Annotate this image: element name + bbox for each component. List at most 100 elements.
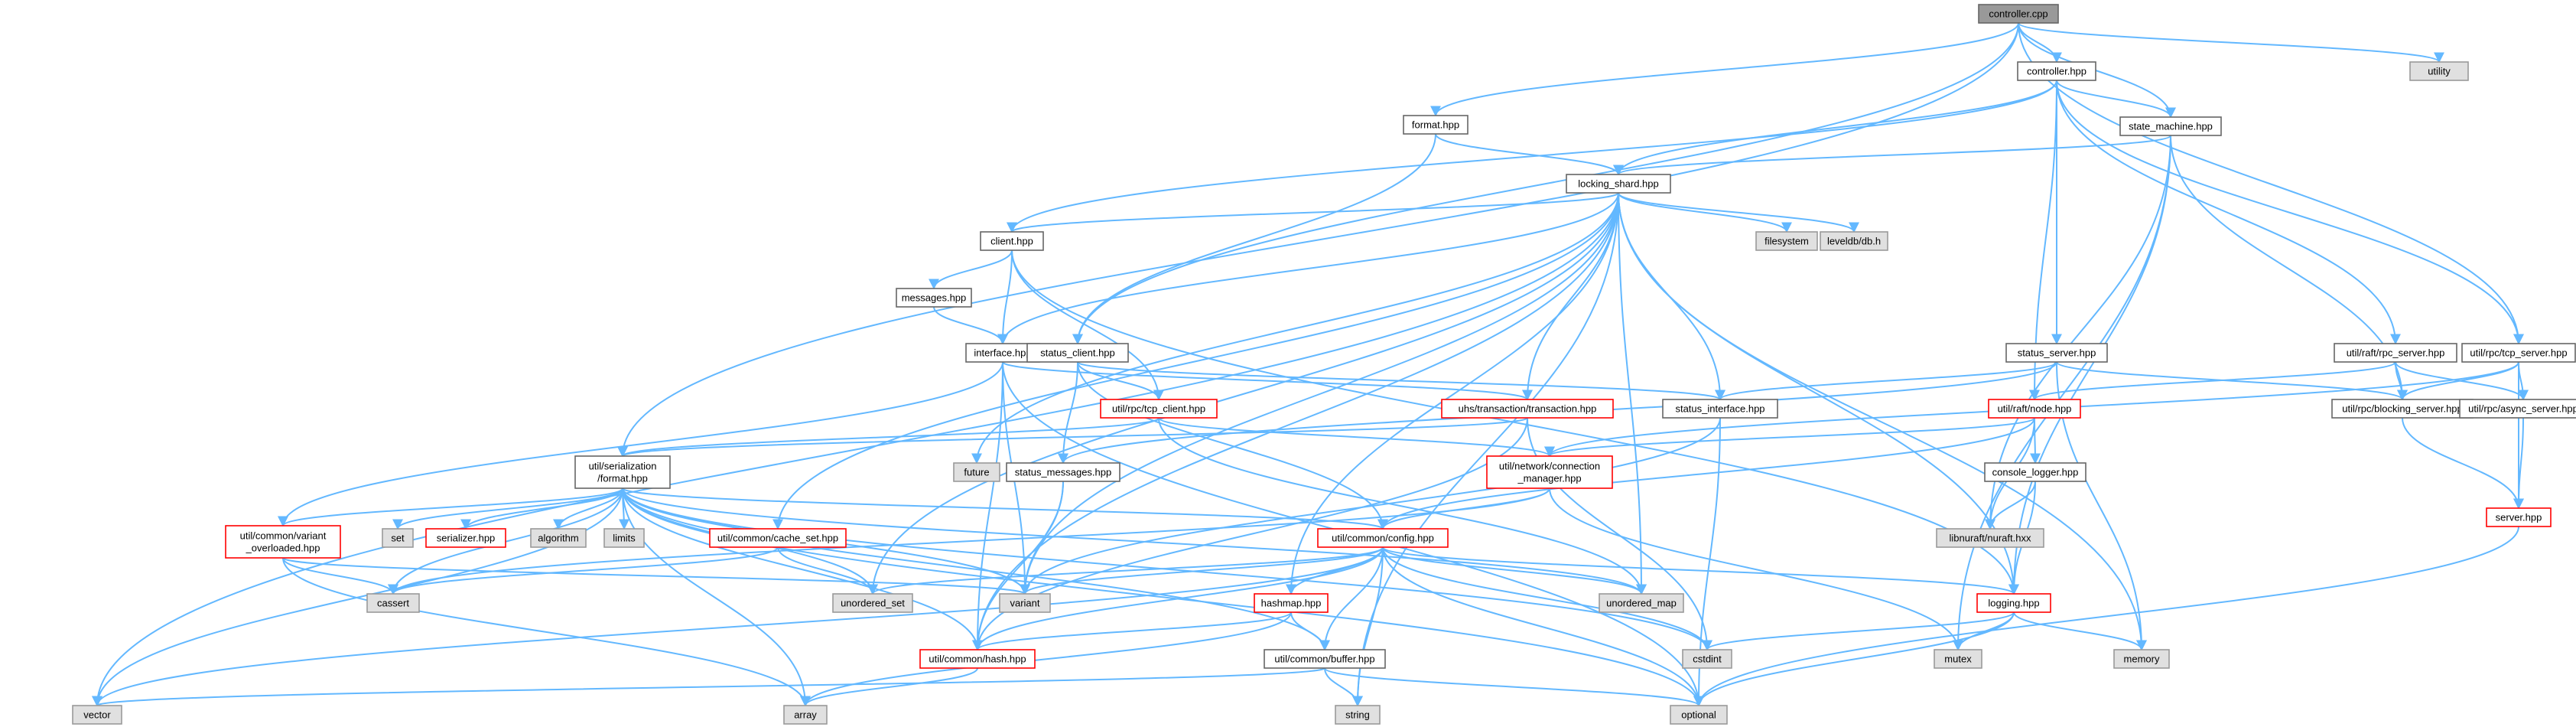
- node-box: [603, 528, 645, 548]
- node-cstdint[interactable]: cstdint: [1682, 649, 1732, 669]
- edge-config-to-string: [1352, 546, 1384, 707]
- node-console-logger[interactable]: console_logger.hpp: [1984, 462, 2086, 482]
- node-locking-shard[interactable]: locking_shard.hpp: [1566, 174, 1671, 194]
- node-label: _manager.hpp: [1517, 473, 1581, 484]
- node-box: [1978, 4, 2059, 24]
- node-unordered-set[interactable]: unordered_set: [832, 593, 913, 613]
- edge-locking-shard-to-hash-hpp: [972, 192, 1619, 651]
- node-format-hpp[interactable]: format.hpp: [1403, 115, 1469, 135]
- edge-variant-overloaded-to-cassert: [282, 557, 398, 595]
- node-variant-overloaded[interactable]: util/common/variant_overloaded.hpp: [225, 525, 341, 559]
- edge-interface-hpp-to-hash-hpp: [972, 361, 1003, 651]
- node-label: status_client.hpp: [1040, 347, 1115, 359]
- edge-locking-shard-to-interface-hpp: [997, 192, 1619, 345]
- node-label: logging.hpp: [1988, 598, 2039, 609]
- node-label: status_server.hpp: [2018, 347, 2096, 359]
- edge-locking-shard-to-variant: [1020, 192, 1619, 595]
- node-leveldb[interactable]: leveldb/db.h: [1820, 231, 1888, 251]
- node-box: [72, 705, 122, 725]
- node-mutex[interactable]: mutex: [1934, 649, 1982, 669]
- node-cassert[interactable]: cassert: [366, 593, 420, 613]
- node-box: [1335, 705, 1381, 725]
- node-controller-cpp[interactable]: controller.cpp: [1978, 4, 2059, 24]
- node-box: [783, 705, 828, 725]
- node-string[interactable]: string: [1335, 705, 1381, 725]
- node-label: uhs/transaction/transaction.hpp: [1459, 403, 1597, 415]
- node-status-client[interactable]: status_client.hpp: [1026, 343, 1129, 363]
- edge-controller-cpp-to-status-client: [1072, 22, 2019, 345]
- node-config[interactable]: util/common/config.hpp: [1317, 528, 1449, 548]
- node-client-hpp[interactable]: client.hpp: [980, 231, 1044, 251]
- node-logging[interactable]: logging.hpp: [1976, 593, 2051, 613]
- node-serialization-format[interactable]: util/serialization/format.hpp: [574, 455, 671, 489]
- node-label: messages.hpp: [902, 292, 967, 304]
- node-state-machine[interactable]: state_machine.hpp: [2119, 116, 2222, 136]
- node-box: [2331, 399, 2474, 419]
- node-label: util/network/connection: [1499, 461, 1600, 472]
- node-label: controller.hpp: [2027, 66, 2086, 77]
- node-async-server[interactable]: util/rpc/async_server.hpp: [2459, 399, 2576, 419]
- node-unordered-map[interactable]: unordered_map: [1599, 593, 1684, 613]
- node-box: [1988, 399, 2081, 419]
- node-hash-hpp[interactable]: util/common/hash.hpp: [919, 649, 1036, 669]
- node-optional[interactable]: optional: [1670, 705, 1728, 725]
- node-box: [1934, 649, 1982, 669]
- node-serializer[interactable]: serializer.hpp: [425, 528, 506, 548]
- node-messages-hpp[interactable]: messages.hpp: [896, 288, 972, 308]
- edge-logging-to-mutex: [1953, 611, 2015, 651]
- node-transaction[interactable]: uhs/transaction/transaction.hpp: [1441, 399, 1614, 419]
- node-connection-manager[interactable]: util/network/connection_manager.hpp: [1486, 455, 1613, 489]
- node-set[interactable]: set: [382, 528, 414, 548]
- edge-transaction-to-serialization-format: [617, 417, 1528, 458]
- edge-controller-hpp-to-locking-shard: [1613, 80, 2057, 176]
- node-cache-set[interactable]: util/common/cache_set.hpp: [709, 528, 847, 548]
- edge-messages-hpp-to-interface-hpp: [933, 306, 1008, 345]
- edge-serialization-format-to-config: [622, 487, 1388, 530]
- node-raft-node[interactable]: util/raft/node.hpp: [1988, 399, 2081, 419]
- edge-status-server-to-blocking-server: [2056, 361, 2408, 401]
- node-box: [709, 528, 847, 548]
- edge-locking-shard-to-leveldb: [1618, 192, 1859, 233]
- node-memory[interactable]: memory: [2113, 649, 2170, 669]
- node-label: hashmap.hpp: [1261, 598, 1322, 609]
- edge-serialization-format-to-optional: [622, 487, 1704, 707]
- edge-format-hpp-to-status-client: [1072, 133, 1436, 345]
- node-future[interactable]: future: [953, 462, 1000, 482]
- node-label: util/raft/node.hpp: [1998, 403, 2072, 415]
- node-vector[interactable]: vector: [72, 705, 122, 725]
- node-array[interactable]: array: [783, 705, 828, 725]
- node-blocking-server[interactable]: util/rpc/blocking_server.hpp: [2331, 399, 2474, 419]
- node-box: [1566, 174, 1671, 194]
- edge-connection-manager-to-mutex: [1549, 487, 1963, 651]
- node-utility[interactable]: utility: [2409, 61, 2469, 81]
- node-nuraft[interactable]: libnuraft/nuraft.hxx: [1936, 528, 2044, 548]
- node-limits[interactable]: limits: [603, 528, 645, 548]
- node-label: variant: [1010, 598, 1039, 609]
- node-raft-rpc-server[interactable]: util/raft/rpc_server.hpp: [2334, 343, 2457, 363]
- node-filesystem[interactable]: filesystem: [1755, 231, 1818, 251]
- node-buffer-hpp[interactable]: util/common/buffer.hpp: [1264, 649, 1386, 669]
- node-box: [2459, 399, 2576, 419]
- edge-interface-hpp-to-transaction: [1002, 361, 1533, 401]
- node-tcp-server[interactable]: util/rpc/tcp_server.hpp: [2461, 343, 2576, 363]
- node-hashmap[interactable]: hashmap.hpp: [1254, 593, 1329, 613]
- edge-config-to-optional: [1382, 546, 1704, 707]
- node-server-hpp[interactable]: server.hpp: [2486, 507, 2552, 527]
- node-tcp-client[interactable]: util/rpc/tcp_client.hpp: [1100, 399, 1218, 419]
- node-variant[interactable]: variant: [999, 593, 1051, 613]
- node-label: future: [964, 467, 989, 478]
- node-status-server[interactable]: status_server.hpp: [2005, 343, 2108, 363]
- node-label: util/raft/rpc_server.hpp: [2347, 347, 2445, 359]
- node-algorithm[interactable]: algorithm: [530, 528, 587, 548]
- node-status-interface[interactable]: status_interface.hpp: [1662, 399, 1778, 419]
- node-label: vector: [83, 709, 111, 721]
- edge-controller-hpp-to-raft-rpc-server: [2056, 80, 2401, 345]
- node-status-messages[interactable]: status_messages.hpp: [1006, 462, 1120, 482]
- edge-serialization-format-to-hash-hpp: [622, 487, 983, 651]
- node-label: utility: [2428, 66, 2451, 77]
- node-label: memory: [2124, 654, 2160, 665]
- node-controller-hpp[interactable]: controller.hpp: [2017, 61, 2096, 81]
- edge-locking-shard-to-future: [971, 192, 1619, 465]
- node-label: serializer.hpp: [437, 533, 496, 544]
- node-label: array: [794, 709, 817, 721]
